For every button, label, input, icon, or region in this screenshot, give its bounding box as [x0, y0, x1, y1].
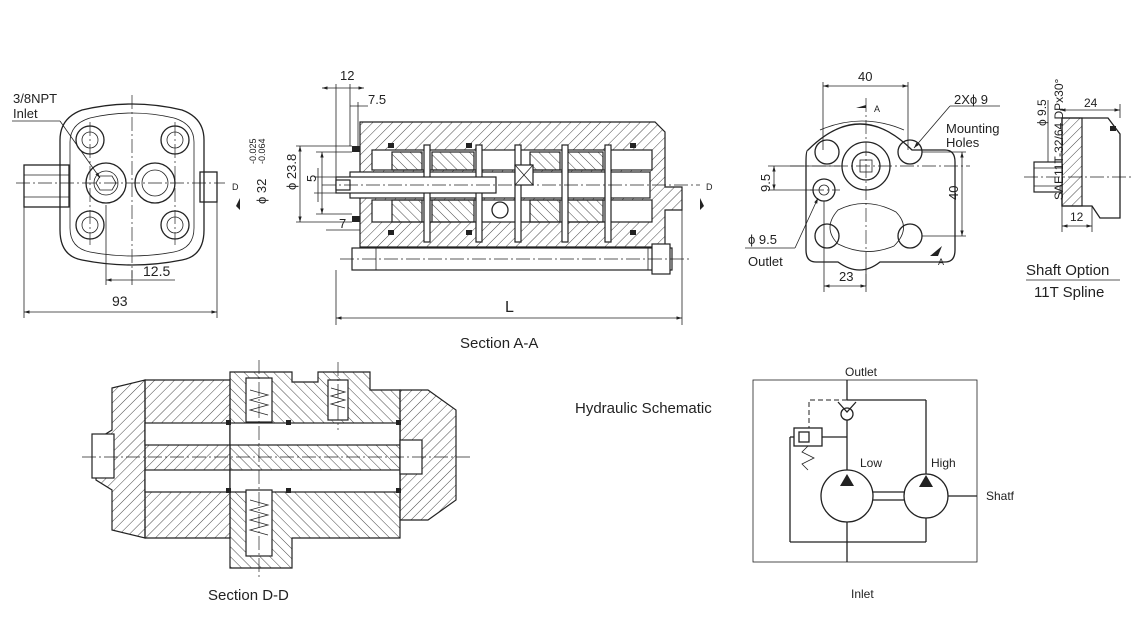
shaft-diameter: ϕ 9.5 [1035, 99, 1049, 126]
dim-width: 93 [112, 293, 128, 309]
dim-7: 7 [339, 216, 346, 231]
hydraulic-schematic: Hydraulic Schematic Outlet Low High Sha [575, 365, 1015, 601]
tol-lower: -0.064 [257, 138, 267, 164]
dim-length: L [505, 299, 514, 316]
marker-d-right: D [706, 182, 713, 192]
section-a-a: D D 12 7.5 ϕ 23.8 5 ϕ 32 -0.025 -0.064 7… [232, 68, 713, 352]
dim-9-5: 9.5 [758, 174, 773, 192]
inlet-label: Inlet [13, 106, 38, 121]
outlet-diameter: ϕ 9.5 [748, 232, 777, 247]
inlet-port-size: 3/8NPT [13, 91, 57, 106]
marker-a-top: A [874, 104, 880, 114]
tol-upper: -0.025 [248, 138, 258, 164]
schematic-inlet: Inlet [851, 587, 874, 601]
dim-12: 12 [340, 68, 354, 83]
dim-right: 40 [946, 186, 961, 200]
shaft-spline-title: 11T Spline [1034, 284, 1104, 301]
holes-label-2: Holes [946, 135, 980, 150]
dim-7-5: 7.5 [368, 92, 386, 107]
spline-spec: SAE11T-32/64 DPx30° [1052, 78, 1066, 200]
rear-view: 40 A 2Xϕ 9 Mounting Holes 9.5 40 ϕ 9.5 O… [745, 69, 1000, 292]
outlet-label: Outlet [748, 254, 783, 269]
front-view: 3/8NPT Inlet 12.5 93 [12, 91, 225, 318]
section-a-a-caption: Section A-A [460, 335, 538, 352]
schematic-shaft: Shatf [986, 489, 1015, 503]
shaft-dim-24: 24 [1084, 96, 1098, 110]
dim-5: 5 [304, 175, 319, 182]
schematic-title: Hydraulic Schematic [575, 400, 712, 417]
holes-label-1: Mounting [946, 121, 999, 136]
shaft-option: ϕ 9.5 SAE11T-32/64 DPx30° 24 12 Shaft Op… [1024, 78, 1132, 301]
marker-d-left: D [232, 182, 239, 192]
shaft-dim-12: 12 [1070, 210, 1084, 224]
marker-a-bottom: A [938, 257, 944, 267]
section-d-d-caption: Section D-D [208, 587, 289, 604]
section-d-d: Section D-D [82, 360, 470, 604]
dim-23-8: ϕ 23.8 [284, 154, 299, 190]
dim-32: ϕ 32 [254, 179, 269, 204]
shaft-option-title: Shaft Option [1026, 262, 1109, 279]
schematic-low: Low [860, 456, 882, 470]
dim-top: 40 [858, 69, 872, 84]
schematic-outlet: Outlet [845, 365, 878, 379]
schematic-high: High [931, 456, 956, 470]
dim-bottom: 23 [839, 269, 853, 284]
holes-spec: 2Xϕ 9 [954, 92, 988, 107]
dim-offset: 12.5 [143, 263, 170, 279]
